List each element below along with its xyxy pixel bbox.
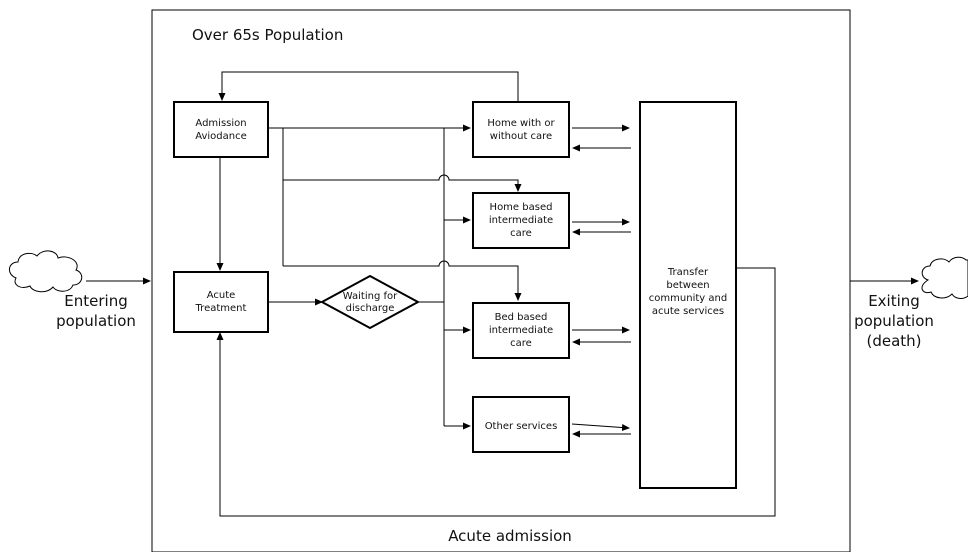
bed-based-intermediate-care-box bbox=[472, 302, 570, 359]
svg-text:Other services: Other services bbox=[485, 421, 558, 432]
exiting-cloud-icon bbox=[921, 256, 968, 299]
home-with-care-box bbox=[472, 101, 570, 158]
avoidance-to-bed-based-arrow bbox=[283, 260, 522, 301]
avoidance-to-home-based-arrow bbox=[283, 174, 522, 192]
acute-admission-loop bbox=[216, 267, 776, 517]
container-title: Over 65s Population bbox=[192, 26, 343, 44]
home-to-avoidance-loop bbox=[218, 71, 519, 101]
admission-avoidance-box bbox=[173, 101, 269, 158]
transfer-box bbox=[639, 101, 737, 489]
home-based-intermediate-care-box bbox=[472, 192, 570, 249]
entering-cloud-icon bbox=[9, 250, 83, 293]
acute-admission-label: Acute admission bbox=[448, 527, 572, 545]
waiting-for-discharge-decision bbox=[319, 274, 421, 330]
connectors bbox=[86, 71, 919, 517]
other-services-box bbox=[472, 396, 570, 453]
acute-treatment-box bbox=[173, 271, 269, 333]
